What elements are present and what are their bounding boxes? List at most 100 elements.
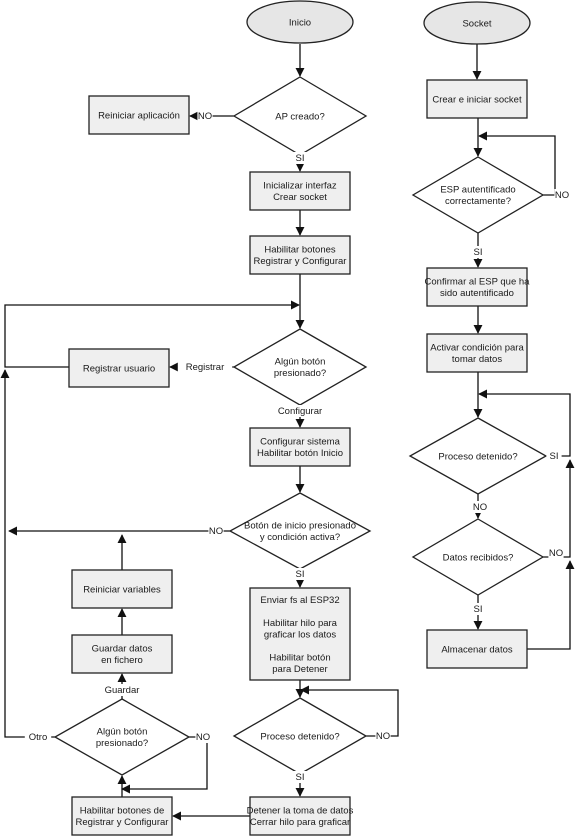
node-text: sido autentificado bbox=[440, 288, 514, 299]
edge-label-no-ap: NO bbox=[197, 110, 213, 122]
node-text: correctamente? bbox=[445, 196, 511, 207]
process-box bbox=[68, 348, 170, 388]
edge-label-text: SI bbox=[474, 247, 483, 258]
node-text: presionado? bbox=[274, 368, 326, 379]
edge-label-text: SI bbox=[296, 153, 305, 164]
node-text: para Detener bbox=[272, 664, 327, 675]
node-text: Registrar usuario bbox=[83, 363, 155, 374]
node-text: Activar condición para bbox=[430, 343, 524, 354]
edge-label-text: SI bbox=[550, 451, 559, 462]
edge-label-text: NO bbox=[198, 111, 212, 122]
process-box bbox=[249, 235, 351, 275]
edge-label-bg bbox=[292, 568, 308, 580]
edge-label-otro: Otro bbox=[24, 731, 52, 743]
edge-label-registrar: Registrar bbox=[177, 361, 233, 373]
process-box bbox=[71, 796, 173, 836]
node-text: Habilitar botón Inicio bbox=[257, 448, 343, 459]
node-inicio: Inicio bbox=[246, 0, 354, 44]
node-text: en fichero bbox=[101, 655, 143, 666]
edge-label-bg bbox=[270, 405, 330, 417]
node-text: Datos recibidos? bbox=[443, 552, 514, 563]
edge-label-no-algun2: NO bbox=[195, 731, 211, 743]
edge-label-si-inicio: SI bbox=[292, 568, 308, 580]
flow-arrow bbox=[4, 300, 300, 368]
edge-label-bg bbox=[208, 525, 224, 537]
edge-label-bg bbox=[470, 246, 486, 258]
terminal-shape bbox=[246, 0, 354, 44]
flow-arrow bbox=[478, 131, 556, 196]
node-ap-creado: AP creado? bbox=[232, 76, 368, 156]
edge-label-text: Configurar bbox=[278, 406, 322, 417]
edge-label-si-detenido-der: SI bbox=[546, 450, 562, 462]
edge-label-no-detenido-der: NO bbox=[472, 501, 488, 513]
node-text: Inicio bbox=[289, 17, 311, 28]
edge-label-text: NO bbox=[555, 190, 569, 201]
node-text: Algún botón bbox=[275, 357, 326, 368]
edge-label-bg bbox=[292, 152, 308, 164]
edge-label-si-esp: SI bbox=[470, 246, 486, 258]
edge-label-text: SI bbox=[474, 604, 483, 615]
node-socket: Socket bbox=[423, 1, 531, 45]
edge-label-bg bbox=[177, 361, 233, 373]
edge-label-si-ap: SI bbox=[292, 152, 308, 164]
edge-label-bg bbox=[472, 501, 488, 513]
edge-label-text: SI bbox=[296, 569, 305, 580]
edge-label-text: NO bbox=[473, 502, 487, 513]
process-box bbox=[249, 427, 351, 467]
node-text: Registrar y Configurar bbox=[254, 256, 347, 267]
node-datos-recibidos: Datos recibidos? bbox=[411, 518, 545, 596]
flow-arrow bbox=[543, 459, 575, 558]
process-box bbox=[249, 796, 351, 836]
node-text: Inicializar interfaz bbox=[263, 181, 337, 192]
edge-label-text: NO bbox=[376, 731, 390, 742]
node-proceso-detenido-der: Proceso detenido? bbox=[408, 417, 548, 495]
decision-diamond bbox=[411, 156, 545, 234]
node-text: Botón de inicio presionado bbox=[244, 521, 356, 532]
node-text: Socket bbox=[462, 18, 491, 29]
node-text: Algún botón bbox=[97, 727, 148, 738]
node-text: presionado? bbox=[96, 738, 148, 749]
node-text: Enviar fs al ESP32 bbox=[260, 595, 339, 606]
edge-label-text: NO bbox=[549, 548, 563, 559]
node-text: y condición activa? bbox=[260, 532, 340, 543]
edge-label-bg bbox=[197, 110, 213, 122]
node-text: Crear e iniciar socket bbox=[432, 94, 522, 105]
node-text: Proceso detenido? bbox=[438, 451, 517, 462]
node-text: Proceso detenido? bbox=[260, 731, 339, 742]
process-box bbox=[426, 333, 528, 373]
flow-arrow bbox=[0, 369, 55, 738]
node-text: Configurar sistema bbox=[260, 437, 340, 448]
node-text: Habilitar botón bbox=[269, 652, 330, 663]
edge-label-no-esp: NO bbox=[554, 189, 570, 201]
edge-label-si-proceso: SI bbox=[292, 771, 308, 783]
node-text: Cerrar hilo para graficar bbox=[250, 817, 350, 828]
edge-label-guardar: Guardar bbox=[100, 684, 144, 696]
node-text: Detener la toma de datos bbox=[247, 806, 354, 817]
node-text: Crear socket bbox=[273, 192, 327, 203]
edge-label-bg bbox=[292, 771, 308, 783]
edge-label-text: NO bbox=[196, 732, 210, 743]
decision-diamond bbox=[411, 518, 545, 596]
node-registrar-usuario: Registrar usuario bbox=[68, 348, 170, 388]
process-box bbox=[426, 629, 528, 669]
node-text: Reiniciar variables bbox=[83, 584, 161, 595]
process-box bbox=[249, 587, 351, 681]
node-almacenar-datos: Almacenar datos bbox=[426, 629, 528, 669]
edge-label-text: Otro bbox=[29, 732, 47, 743]
process-box bbox=[426, 267, 528, 307]
edge-label-bg bbox=[24, 731, 52, 743]
node-reiniciar-variables: Reiniciar variables bbox=[71, 569, 173, 609]
edge-label-si-datos: SI bbox=[470, 603, 486, 615]
node-text: Guardar datos bbox=[92, 644, 153, 655]
node-text: Registrar y Configurar bbox=[76, 817, 169, 828]
